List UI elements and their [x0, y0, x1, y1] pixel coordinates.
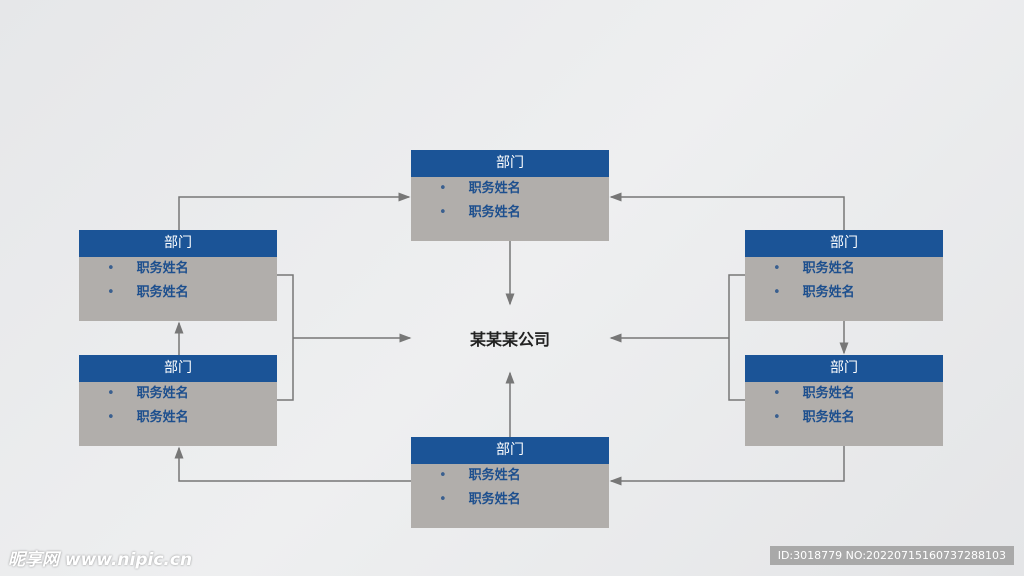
position-item: 职务姓名: [79, 281, 277, 305]
department-title: 部门: [745, 355, 943, 382]
position-item: 职务姓名: [745, 406, 943, 430]
department-title: 部门: [79, 230, 277, 257]
connector: [277, 274, 294, 401]
department-right-lower: 部门 职务姓名 职务姓名: [745, 355, 943, 446]
position-item: 职务姓名: [411, 464, 609, 488]
position-item: 职务姓名: [79, 382, 277, 406]
connector: [609, 446, 845, 486]
position-item: 职务姓名: [745, 257, 943, 281]
connector: [609, 192, 845, 230]
department-left-lower: 部门 职务姓名 职务姓名: [79, 355, 277, 446]
department-top: 部门 职务姓名 职务姓名: [411, 150, 609, 241]
position-item: 职务姓名: [79, 406, 277, 430]
position-item: 职务姓名: [745, 382, 943, 406]
position-item: 职务姓名: [745, 281, 943, 305]
department-title: 部门: [411, 437, 609, 464]
department-bottom: 部门 职务姓名 职务姓名: [411, 437, 609, 528]
watermark-logo: 昵享网 www.nipic.cn: [8, 550, 193, 570]
connector: [178, 192, 411, 230]
position-item: 职务姓名: [411, 177, 609, 201]
position-item: 职务姓名: [411, 201, 609, 225]
department-title: 部门: [411, 150, 609, 177]
department-title: 部门: [79, 355, 277, 382]
company-node: 某某某公司: [469, 330, 550, 349]
department-title: 部门: [745, 230, 943, 257]
connector: [728, 274, 745, 401]
department-right-upper: 部门 职务姓名 职务姓名: [745, 230, 943, 321]
watermark-id: ID:3018779 NO:20220715160737288103: [769, 546, 1014, 565]
position-item: 职务姓名: [79, 257, 277, 281]
department-left-upper: 部门 职务姓名 职务姓名: [79, 230, 277, 321]
position-item: 职务姓名: [411, 488, 609, 512]
connector: [174, 446, 411, 482]
